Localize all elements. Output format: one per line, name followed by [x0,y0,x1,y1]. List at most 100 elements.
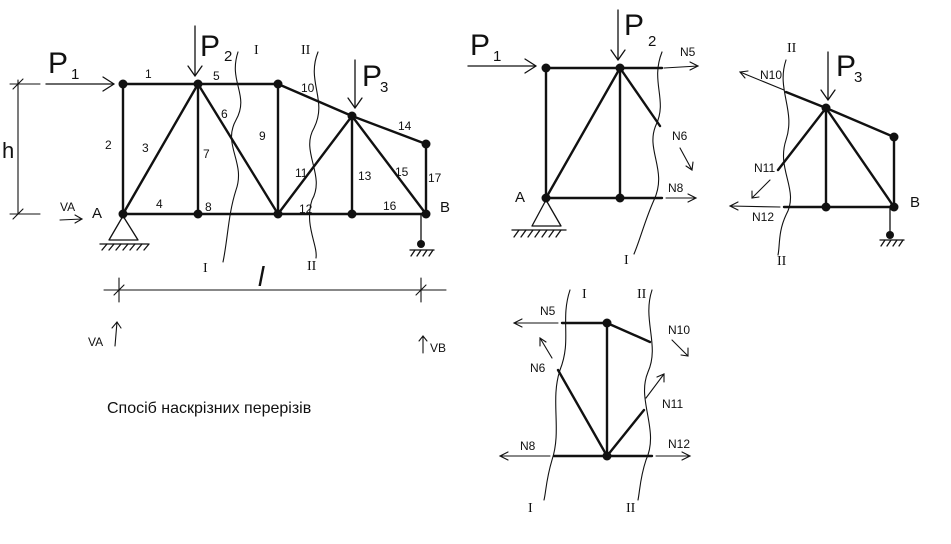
roller-support-icon [409,213,435,257]
node [889,202,899,212]
force-n8-arrow [498,451,551,461]
section-label: I [528,501,533,516]
member [544,66,622,200]
section-label: II [637,287,647,302]
force-n5-label: N5 [680,45,696,59]
main-truss: P 1 P 2 P 3 1 2 3 4 5 6 7 8 9 10 11 12 1… [2,25,450,355]
force-n5-arrow [663,61,700,71]
section-cut-line [777,59,791,256]
bar-15 [350,114,428,216]
node [602,451,612,461]
member [556,368,609,458]
left-part: A P 1 P 2 N5 N6 N8 [467,9,700,268]
section-label: II [777,254,787,269]
top-chord-slope-2 [350,114,428,146]
node [821,103,831,113]
load-p2-index: 2 [648,33,656,50]
bar-number: 10 [301,81,315,95]
node [602,318,612,328]
caption-text: Спосіб наскрізних перерізів [107,400,312,417]
bar-number: 1 [145,67,152,81]
reaction-vb-arrow [418,335,428,354]
node [193,79,203,89]
middle-part: N5 N6 N8 N10 N11 N12 [498,287,692,516]
dimension-l-label: l [258,261,265,292]
node [118,79,128,89]
reaction-va-label: VA [88,335,103,349]
pin-support-icon [99,215,150,251]
force-n11-arrow [751,179,771,199]
node [821,202,831,212]
load-p2-index: 2 [224,48,232,65]
force-n12-label: N12 [668,437,690,451]
reaction-vb-label: VB [430,341,446,355]
load-p2-arrow [187,25,203,77]
load-p1-label: P [48,47,68,80]
bar-number: 9 [259,129,266,143]
member [618,66,662,128]
load-p2-arrow [610,9,626,61]
force-n11-label: N11 [754,161,775,175]
reaction-h-label: VA [60,200,75,214]
section-cut-line [637,289,653,501]
bar-6 [196,82,280,216]
force-n6-arrow [679,147,694,171]
support-b-label: B [440,199,450,216]
force-n12-arrow [655,451,692,461]
member [776,106,828,172]
force-n12-arrow [728,201,781,211]
support-a-label: A [92,205,102,222]
load-p3-index: 3 [854,69,862,86]
support-a-label: A [515,189,525,206]
force-n10-arrow [671,339,689,357]
right-part: B P 3 N10 N11 N12 II II [728,41,920,269]
bar-number: 14 [398,119,412,133]
load-p3-label: P [836,50,856,83]
node [421,139,431,149]
node [541,63,551,73]
roller-support-icon [879,206,905,247]
load-p1-label: P [470,29,490,62]
load-p1-index: 1 [71,66,79,83]
node [273,209,283,219]
member [605,408,646,458]
bar-number: 8 [205,200,212,214]
bar-number: 7 [203,147,210,161]
bar-number: 17 [428,171,442,185]
bar-number: 6 [221,107,228,121]
node [889,132,899,142]
section-cut-line [543,289,571,501]
force-n10-label: N10 [760,68,782,82]
load-p1-arrow [467,58,537,74]
member [605,321,652,344]
bar-number: 13 [358,169,372,183]
top-chord-slope-1 [276,82,354,118]
member [824,106,896,139]
member [784,90,828,110]
reaction-h-arrow [59,214,84,224]
node [118,209,128,219]
bar-11 [276,114,354,216]
section-label: I [203,261,208,276]
force-n5-arrow [512,318,559,328]
force-n8-label: N8 [668,181,684,195]
node [541,193,551,203]
section-label: I [624,253,629,268]
bar-number: 5 [213,69,220,83]
load-p3-index: 3 [380,79,388,96]
force-n6-arrow [539,336,553,359]
section-cut-line [308,51,320,259]
bar-number: 3 [142,141,149,155]
node [347,111,357,121]
node [615,63,625,73]
section-label: I [582,287,587,302]
section-cut-line [633,51,663,255]
support-b-label: B [910,194,920,211]
node [193,209,203,219]
dimension-h [9,78,41,220]
node [273,79,283,89]
force-n12-label: N12 [752,210,774,224]
bar-number: 4 [156,197,163,211]
